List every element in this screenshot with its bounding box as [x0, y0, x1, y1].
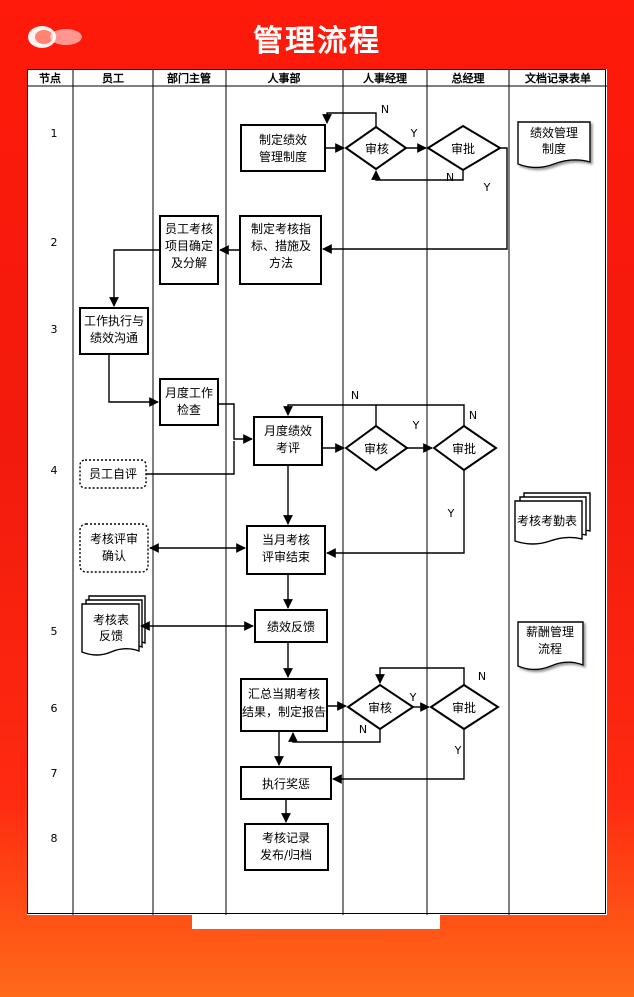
publish-label-1: 考核记录 — [262, 831, 310, 845]
items-label-3: 及分解 — [171, 256, 207, 270]
publish-label-2: 发布/归档 — [260, 847, 312, 862]
doc-policy-label-1: 绩效管理 — [530, 125, 578, 140]
confirm-label-1: 考核评审 — [90, 531, 138, 546]
brand-logo — [22, 22, 84, 52]
row-number: 6 — [51, 702, 58, 715]
label-no: N — [446, 171, 454, 184]
column-header-hr-manager: 人事经理 — [363, 71, 407, 85]
process-policy — [240, 124, 326, 172]
column-header-node: 节点 — [39, 71, 61, 85]
document-attendance — [514, 500, 583, 545]
monthly-eval-label-2: 考评 — [276, 441, 300, 455]
label-no: N — [381, 103, 389, 116]
policy-label-1: 制定绩效 — [259, 132, 307, 147]
column-header-docs: 文档记录表单 — [525, 71, 591, 85]
document-feedback — [81, 603, 140, 656]
indicators-label-2: 标、措施及 — [251, 239, 311, 253]
row-number: 2 — [51, 236, 58, 249]
sheet-bottom-tab — [192, 915, 440, 929]
monthly-check-label-1: 月度工作 — [165, 385, 213, 400]
process-execute — [79, 307, 149, 355]
page-title: 管理流程 — [253, 24, 381, 59]
approve-3-label: 审批 — [452, 700, 476, 715]
terminal-confirm — [79, 523, 149, 573]
flowchart: 节点 员工 部门主管 人事部 人事经理 总经理 文档记录表单 1 2 3 4 5… — [27, 69, 607, 915]
label-yes: Y — [412, 419, 420, 432]
connectors — [108, 112, 508, 823]
approve-1-label: 审批 — [451, 141, 475, 156]
audit-2-label: 审核 — [364, 441, 388, 456]
label-yes: Y — [454, 744, 462, 757]
feedback-doc-label-1: 考核表 — [93, 613, 129, 627]
execute-label-2: 绩效沟通 — [90, 330, 138, 345]
items-label-2: 项目确定 — [165, 238, 213, 253]
label-yes: Y — [483, 181, 491, 194]
label-yes: Y — [410, 127, 418, 140]
document-salary — [517, 621, 584, 671]
document-policy — [517, 121, 591, 169]
column-header-hr: 人事部 — [268, 71, 301, 85]
label-no: N — [469, 409, 477, 422]
row-number: 7 — [51, 767, 58, 780]
process-monthly-eval — [253, 416, 323, 466]
confirm-label-2: 确认 — [102, 549, 126, 563]
result-label-2: 评审结束 — [262, 549, 310, 564]
process-indicators — [239, 215, 322, 285]
process-feedback — [254, 609, 328, 643]
audit-1-label: 审核 — [365, 141, 389, 156]
feedback-label: 绩效反馈 — [267, 619, 315, 634]
decision-audit-1 — [344, 125, 408, 171]
doc-policy-label-2: 制度 — [542, 141, 566, 156]
monthly-eval-label-1: 月度绩效 — [264, 423, 312, 438]
label-no: N — [478, 670, 486, 683]
indicators-label-3: 方法 — [269, 255, 293, 270]
reward-label: 执行奖惩 — [262, 777, 310, 791]
label-no: N — [351, 389, 359, 402]
row-number: 3 — [51, 323, 58, 336]
column-header-employee: 员工 — [102, 72, 124, 85]
row-number: 8 — [51, 832, 58, 845]
row-number: 4 — [51, 464, 58, 477]
label-yes: Y — [409, 691, 417, 704]
approve-2-label: 审批 — [452, 441, 476, 456]
policy-label-2: 管理制度 — [259, 149, 307, 164]
summary-label-1: 汇总当期考核 — [248, 687, 320, 701]
execute-label-1: 工作执行与 — [84, 314, 144, 328]
self-eval-label: 员工自评 — [89, 467, 137, 481]
label-no: N — [359, 723, 367, 736]
swimlane-grid — [27, 69, 607, 915]
feedback-doc-label-2: 反馈 — [99, 629, 123, 643]
salary-label-2: 流程 — [538, 641, 562, 656]
indicators-label-1: 制定考核指 — [251, 221, 311, 236]
items-label-1: 员工考核 — [165, 222, 213, 236]
row-number: 5 — [51, 625, 58, 638]
row-number: 1 — [51, 127, 58, 140]
process-result — [246, 525, 326, 575]
process-summary — [240, 678, 328, 732]
salary-label-1: 薪酬管理 — [526, 624, 574, 639]
process-items — [159, 215, 219, 285]
attendance-label: 考核考勤表 — [517, 514, 577, 528]
flowchart-sheet: 节点 员工 部门主管 人事部 人事经理 总经理 文档记录表单 1 2 3 4 5… — [27, 69, 607, 915]
audit-3-label: 审核 — [368, 700, 392, 715]
monthly-check-label-2: 检查 — [177, 402, 201, 417]
process-monthly-check — [159, 378, 219, 426]
label-yes: Y — [447, 507, 455, 520]
result-label-1: 当月考核 — [262, 533, 310, 547]
decision-audit-2 — [344, 424, 409, 472]
column-header-dept-manager: 部门主管 — [167, 71, 211, 85]
process-publish — [244, 823, 329, 871]
summary-label-2: 结果，制定报告 — [242, 704, 326, 719]
column-header-gm: 总经理 — [452, 71, 485, 85]
